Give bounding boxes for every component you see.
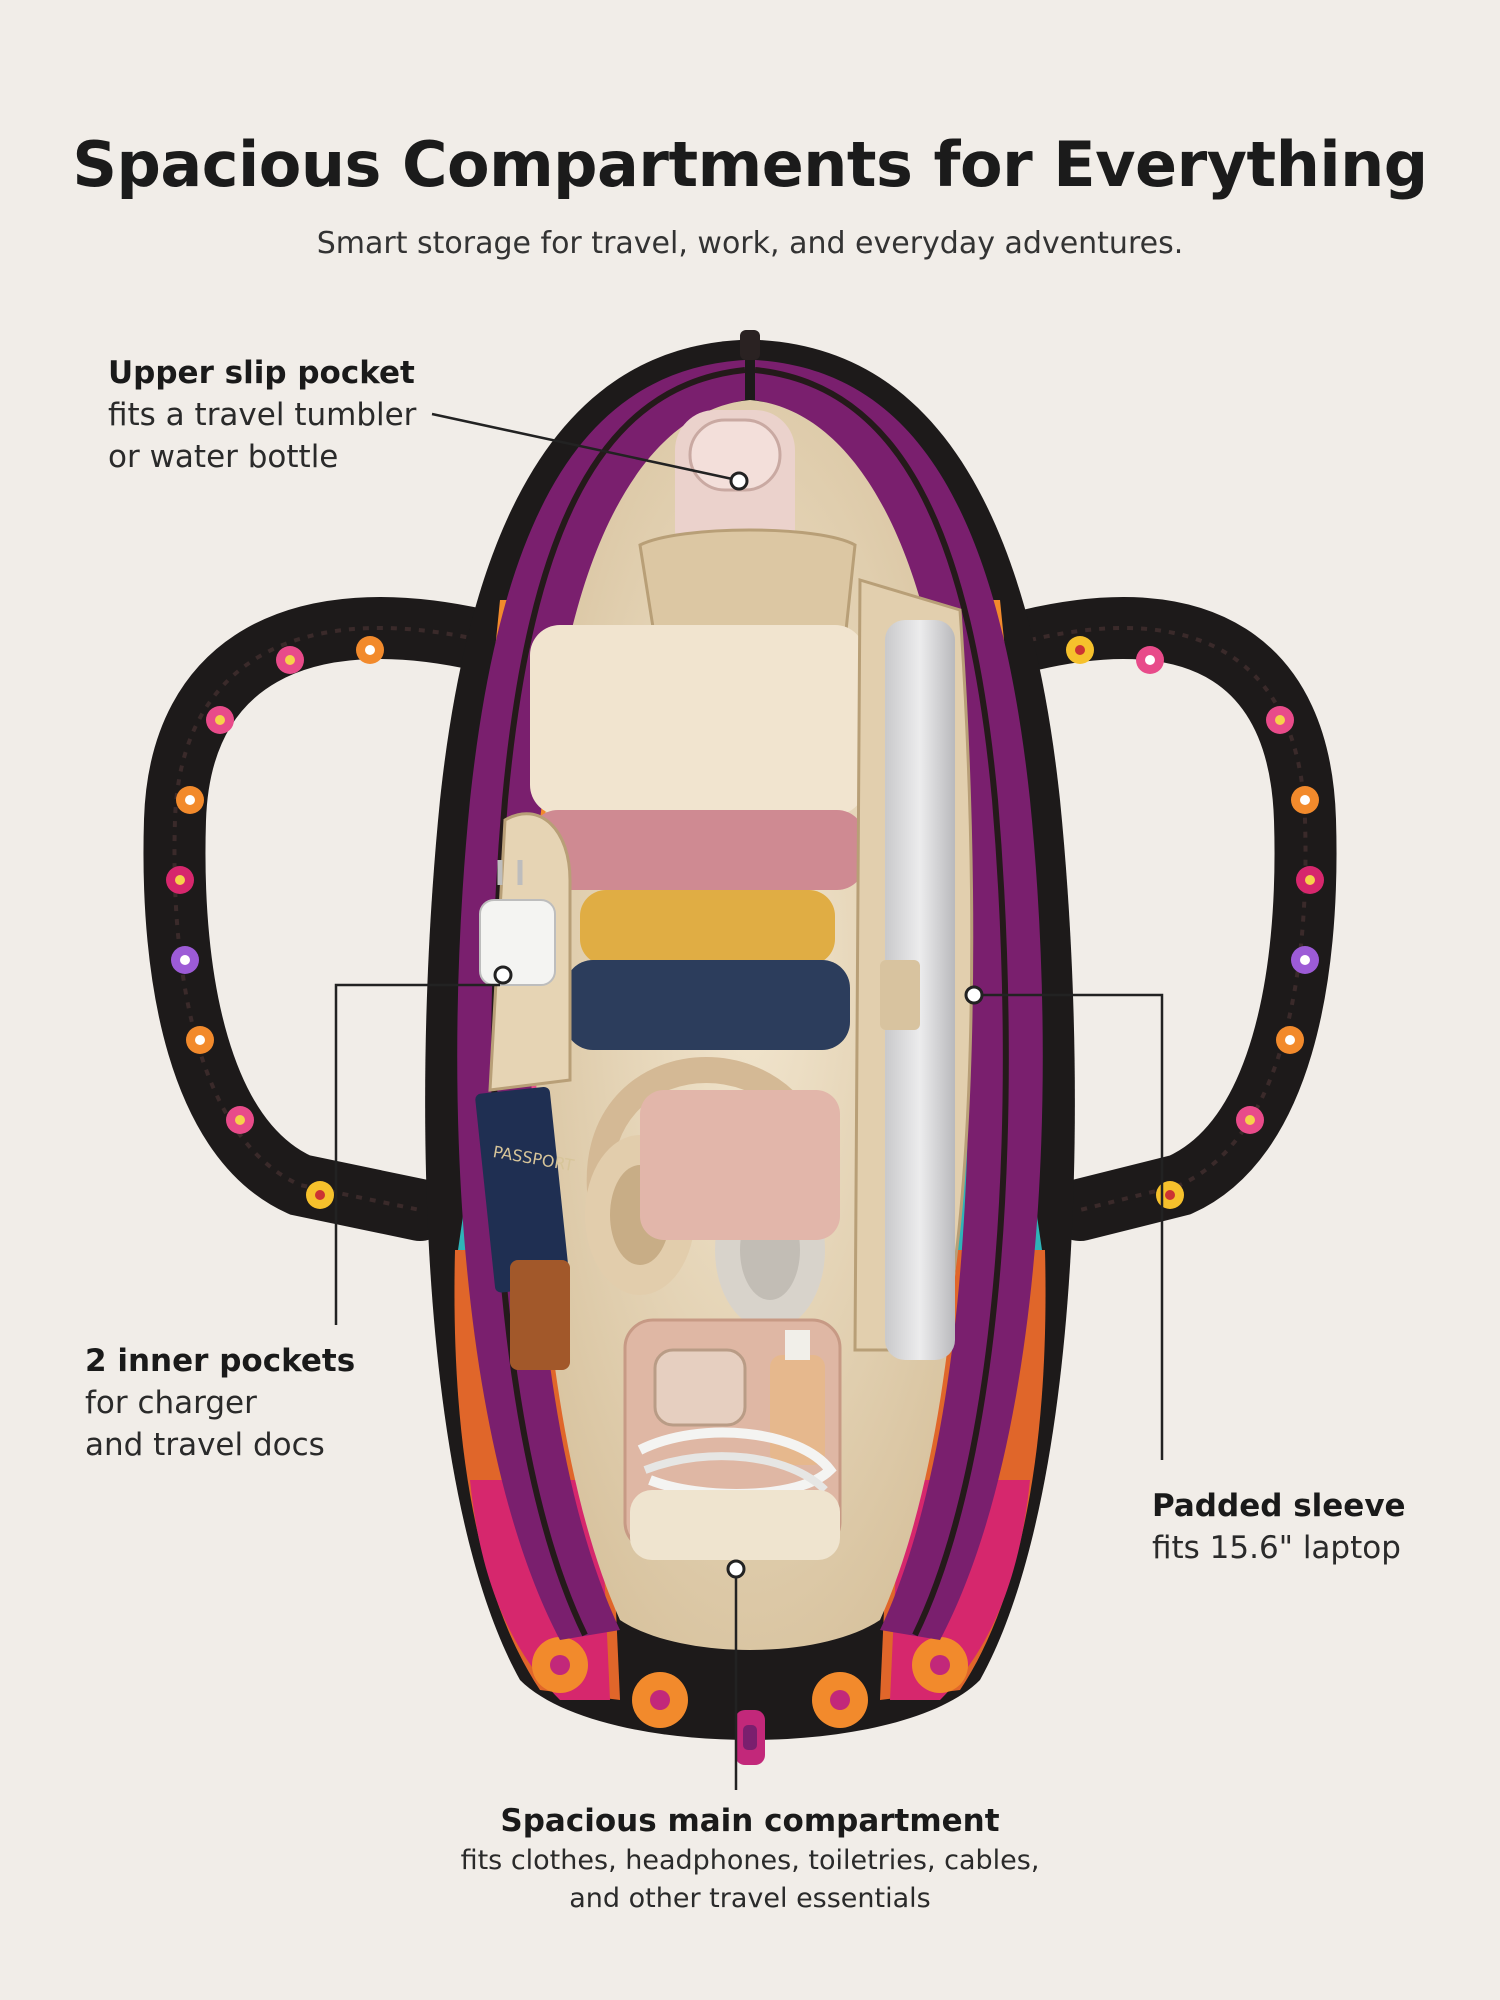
leader-lines (334, 412, 1164, 1790)
page-subtitle: Smart storage for travel, work, and ever… (316, 226, 1184, 261)
callout-heading: Spacious main compartment (500, 1803, 1000, 1839)
toiletry-pouch (623, 1318, 842, 1560)
folded-clothes (530, 625, 865, 1050)
passport-and-wallet: PASSPORT (475, 1086, 576, 1370)
callout-line: for charger (85, 1385, 257, 1421)
callout-line: fits clothes, headphones, toiletries, ca… (460, 1845, 1040, 1876)
callout-line: fits 15.6" laptop (1152, 1530, 1401, 1566)
handle-flowers (166, 636, 1324, 1209)
callout-main-compartment: Spacious main compartment fits clothes, … (350, 1800, 1150, 1918)
callout-upper-slip-pocket: Upper slip pocket fits a travel tumbler … (108, 352, 416, 478)
callout-heading: Padded sleeve (1152, 1488, 1406, 1524)
callout-padded-sleeve: Padded sleeve fits 15.6" laptop (1152, 1485, 1406, 1569)
callout-line: and travel docs (85, 1427, 325, 1463)
callout-line: and other travel essentials (569, 1883, 931, 1914)
page-title: Spacious Compartments for Everything (72, 128, 1428, 201)
zipper-pull (735, 330, 765, 1765)
callout-inner-pockets: 2 inner pockets for charger and travel d… (85, 1340, 355, 1466)
padded-sleeve (853, 577, 974, 1360)
inner-pocket (479, 812, 572, 1092)
callout-line: or water bottle (108, 439, 339, 475)
callout-heading: 2 inner pockets (85, 1343, 356, 1379)
callout-heading: Upper slip pocket (108, 355, 415, 391)
pink-pouch (640, 1090, 840, 1240)
callout-line: fits a travel tumbler (108, 397, 417, 433)
